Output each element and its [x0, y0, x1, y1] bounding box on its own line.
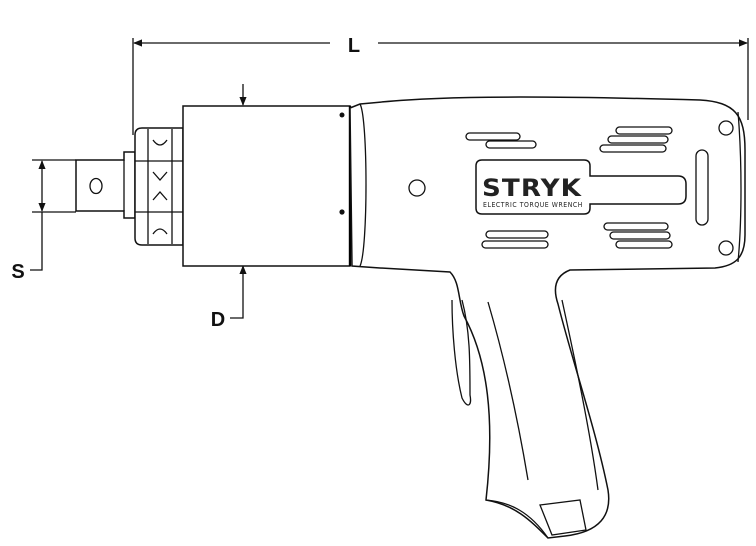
- square-drive: [75, 151, 136, 219]
- rear-screw-bottom-icon: [718, 240, 734, 256]
- vent-grille-lower: [481, 222, 673, 249]
- retaining-pin-hole: [89, 177, 103, 195]
- pivot-hole-icon: [408, 179, 426, 197]
- rear-vent-slot: [695, 149, 709, 226]
- square-drive-body: [75, 151, 136, 219]
- grip-panel-line-2: [561, 299, 599, 491]
- length-label: L: [348, 35, 360, 57]
- nose-notch-2: [152, 171, 168, 181]
- grip-panel-line-1: [487, 301, 529, 481]
- gearbox-body: [182, 105, 351, 267]
- rear-cap-edge: [737, 111, 742, 263]
- nose-notch-4: [152, 228, 168, 235]
- motor-body: STRYK ELECTRIC TORQUE WRENCH: [349, 96, 746, 539]
- square-drive-label: S: [11, 261, 24, 283]
- length-dimension: L: [132, 35, 749, 135]
- brand-subtitle: ELECTRIC TORQUE WRENCH: [483, 201, 583, 209]
- grip-base-curve: [485, 499, 549, 539]
- gearbox-screw-top: [339, 112, 345, 118]
- diameter-label: D: [211, 309, 225, 331]
- body-seam: [359, 103, 367, 267]
- rear-screw-top-icon: [718, 120, 734, 136]
- grip-base-pad: [539, 499, 587, 536]
- nose-notch-1: [152, 139, 168, 146]
- logo-badge: [475, 159, 687, 215]
- trigger-lever: [451, 299, 472, 406]
- vent-grille-upper: [465, 126, 673, 153]
- gearbox-screw-mid: [339, 209, 345, 215]
- gearbox-housing: [182, 105, 352, 267]
- diameter-dimension: D: [211, 84, 247, 331]
- diameter-leader: [230, 315, 244, 319]
- brand-name: STRYK: [482, 174, 582, 202]
- nose-notch-3: [152, 191, 168, 201]
- square-drive-leader: [30, 212, 43, 271]
- square-drive-dimension: S: [11, 159, 76, 283]
- reaction-nose: [134, 127, 184, 246]
